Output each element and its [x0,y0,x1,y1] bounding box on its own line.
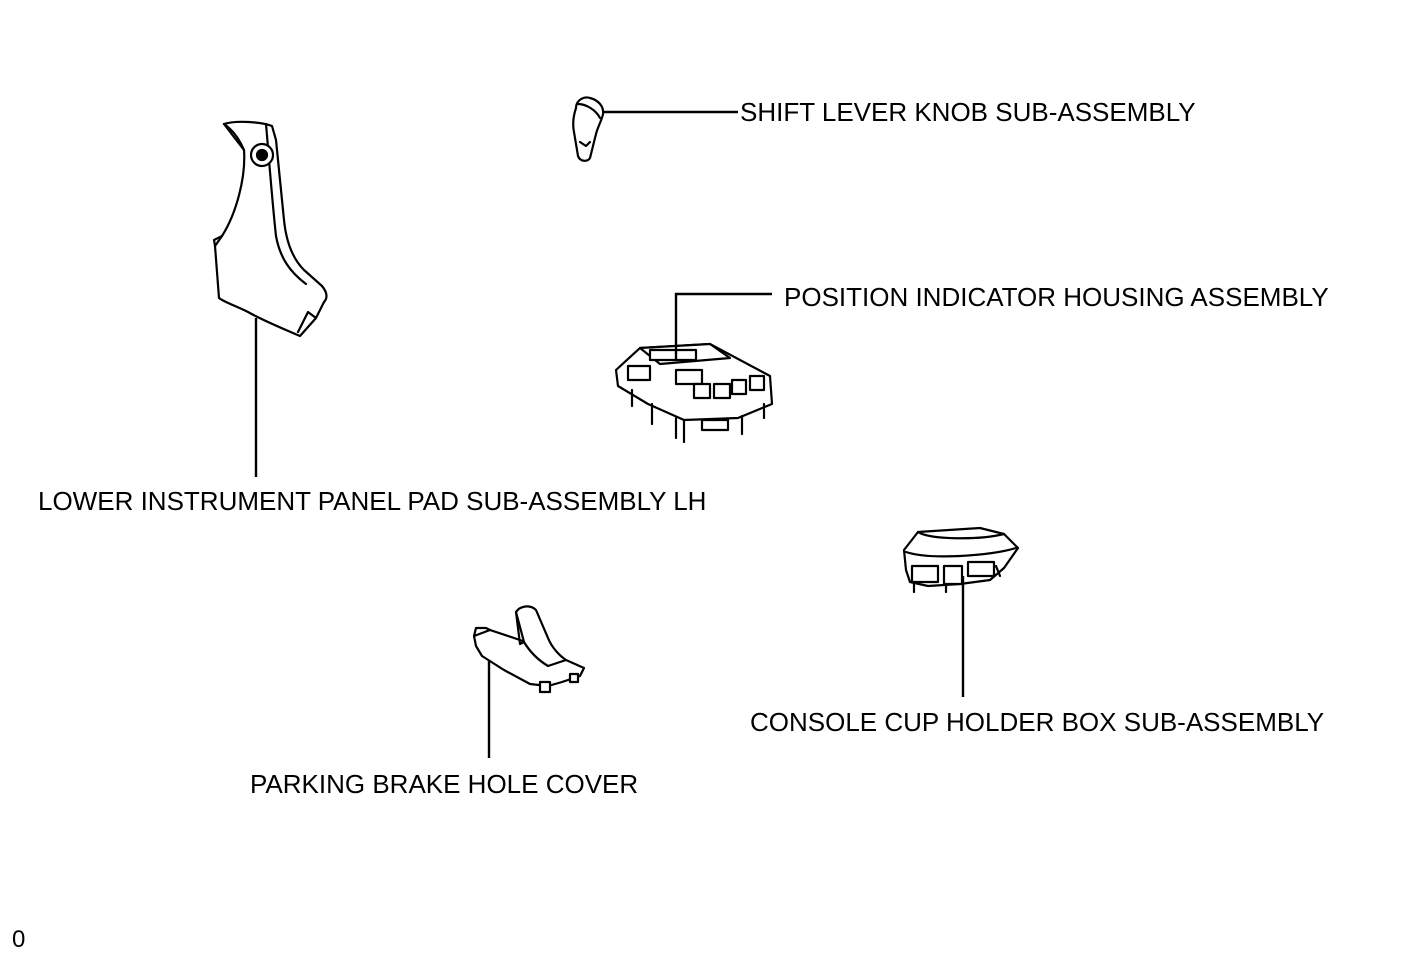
parking-brake-hole-cover-icon [472,605,586,694]
label-lower-instrument-panel-pad: LOWER INSTRUMENT PANEL PAD SUB-ASSEMBLY … [38,486,707,516]
leader-position-indicator [674,292,772,360]
lower-instrument-panel-pad-icon [212,120,328,338]
label-shift-lever-knob: SHIFT LEVER KNOB SUB-ASSEMBLY [740,97,1196,127]
console-cup-holder-box-icon [902,526,1020,594]
label-position-indicator-housing: POSITION INDICATOR HOUSING ASSEMBLY [784,282,1329,312]
label-console-cup-holder-box: CONSOLE CUP HOLDER BOX SUB-ASSEMBLY [750,707,1325,737]
shift-lever-knob-icon [572,96,605,162]
figure-code: 0 [12,926,26,953]
label-parking-brake-hole-cover: PARKING BRAKE HOLE COVER [250,769,639,799]
position-indicator-housing-icon [614,342,774,444]
